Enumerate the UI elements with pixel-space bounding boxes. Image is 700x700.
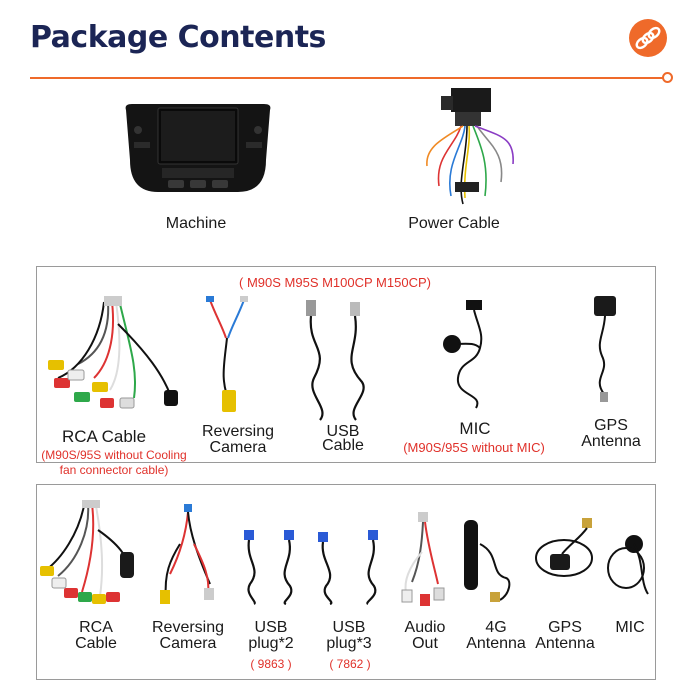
gps-antenna-label-line1: GPS <box>594 417 628 434</box>
rca-cable-note-line2: fan connector cable) <box>59 463 169 477</box>
rca-cable-icon <box>40 500 134 604</box>
rca-cable-label-line2: Cable <box>75 635 117 652</box>
reversing-camera-label-line2: Camera <box>159 635 217 652</box>
header-divider <box>30 77 664 79</box>
orange-coil-logo-icon <box>629 19 667 57</box>
machine-label: Machine <box>165 215 227 232</box>
audio-out-cable-icon <box>401 512 445 606</box>
page-title: Package Contents <box>30 20 326 55</box>
model-list: ( M90S M95S M100CP M150CP) <box>239 275 431 290</box>
reversing-camera-label-line2: Camera <box>209 439 267 456</box>
gps-antenna-label-line2: Antenna <box>535 635 595 652</box>
usb-plug-cable-icon <box>318 530 378 606</box>
4g-antenna-icon <box>464 520 511 602</box>
rca-cable-label-line1: RCA <box>79 619 113 636</box>
usb-plug-2-label-line2: plug*2 <box>248 635 294 652</box>
mic-note: (M90S/95S without MIC) <box>403 440 545 455</box>
package-box-1 <box>36 266 656 463</box>
gps-antenna-icon <box>535 518 593 577</box>
usb-plug-3-label-line1: USB <box>332 619 366 636</box>
usb-cable-label-line2: Cable <box>322 437 364 454</box>
usb-plug-3-note: ( 7862 ) <box>329 657 371 671</box>
gps-antenna-label-line2: Antenna <box>581 433 641 450</box>
usb-cable-icon <box>306 300 365 421</box>
usb-plug-3-label-line2: plug*3 <box>326 635 372 652</box>
reversing-camera-label-line1: Reversing <box>151 619 225 636</box>
car-stereo-unit-icon <box>125 104 271 192</box>
reversing-camera-label-line1: Reversing <box>201 423 275 440</box>
audio-out-label-line2: Out <box>412 635 438 652</box>
rca-cable-label: RCA Cable <box>61 427 147 446</box>
microphone-icon <box>443 300 483 409</box>
mic-label: MIC <box>459 419 491 438</box>
reversing-camera-cable-icon <box>206 296 248 412</box>
mic-label: MIC <box>615 619 645 636</box>
usb-cable-label-line1: USB <box>326 423 360 440</box>
reversing-camera-cable-icon <box>160 504 214 604</box>
usb-plug-cable-icon <box>244 530 294 606</box>
4g-antenna-label-line2: Antenna <box>466 635 526 652</box>
rca-cable-icon <box>48 296 178 409</box>
package-box-2 <box>36 484 656 680</box>
gps-antenna-icon <box>594 296 616 402</box>
rca-cable-note-line1: (M90S/95S without Cooling <box>41 448 187 462</box>
usb-plug-2-label-line1: USB <box>254 619 288 636</box>
divider-end-dot <box>662 72 673 83</box>
audio-out-label-line1: Audio <box>404 619 446 636</box>
power-harness-icon <box>426 88 514 205</box>
gps-antenna-label-line1: GPS <box>548 619 582 636</box>
power-cable-label: Power Cable <box>408 215 500 232</box>
4g-antenna-label-line1: 4G <box>485 619 507 636</box>
usb-plug-2-note: ( 9863 ) <box>250 657 292 671</box>
microphone-icon <box>607 535 649 595</box>
